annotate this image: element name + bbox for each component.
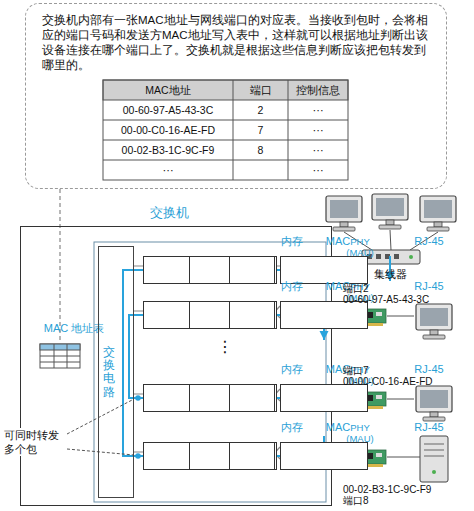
table-cell: ⋯ [288,160,348,180]
hub-symbol [394,254,399,259]
table-cell: 2 [233,100,288,120]
note: 可同时转发 多个包 [4,428,66,456]
mac-table-grid [103,140,348,141]
table-cell: 8 [233,140,288,160]
mac-table-grid [103,160,348,161]
node-text: RJ-45 [389,236,469,247]
node-text: 交换电路 [103,346,115,399]
table-cell: ⋯ [103,160,233,180]
port-label: 端口700-00-C0-16-AE-FD [343,365,432,387]
node-text: 内存 [252,422,332,433]
server: 00-02-B3-1C-9C-F9端口8 [355,436,463,482]
hub-cable [387,316,414,317]
phy-box: PHY (MAU) [229,384,275,412]
mac-table-icon [40,344,80,368]
port-label: 00-02-B3-1C-9C-F9端口8 [343,484,431,506]
table-cell: ⋯ [288,100,348,120]
monitor [416,304,452,339]
node-text: RJ-45 [389,281,469,292]
leader-line [67,449,134,455]
node-text: RJ-45 [389,422,469,433]
server-symbol [432,470,436,474]
node-text: 交换机内部有一张MAC地址与网线端口的对应表。当接收到包时，会将相 应的端口号码… [26,4,446,73]
table-cell: 00-60-97-A5-43-3C [103,100,233,120]
phy-box: PHY (MAU) [229,301,275,329]
hub-symbol [409,255,413,259]
hub-symbol [376,254,381,259]
connector [59,189,60,343]
mac-table-grid [103,120,348,121]
server-symbol [420,436,448,482]
monitor [416,386,452,421]
server-symbol [424,456,444,457]
computer: 端口200-60-97-A5-43-3C [355,306,463,340]
phy-box: PHY (MAU) [229,256,275,284]
rj45-box: RJ-45 [280,384,368,412]
rj45-box: RJ-45 [280,256,368,284]
mac-table-icon [54,344,55,368]
leader-line [67,399,134,434]
port-label: 端口200-60-97-A5-43-3C [343,283,429,305]
hub: 集线器 [358,248,422,281]
callout-box: 交换机内部有一张MAC地址与网线端口的对应表。当接收到包时，会将相 应的端口号码… [25,3,447,189]
node-text: 内存 [252,236,332,247]
node-text: 集线器 [358,268,422,281]
node-text: 内存 [252,364,332,375]
switch-box: 交换机MAC 地址表交换电路内存MACPHY (MAU)RJ-45内存MACPH… [20,226,332,506]
mac-table-grid [103,80,348,180]
node-text: 内存 [252,281,332,292]
mac-table-grid [288,80,289,180]
server-symbol [420,436,448,482]
table-cell: 7 [233,120,288,140]
mac-table-icon [40,344,80,350]
node-text: 00-00-C0-16-AE-FD [343,376,432,387]
hub-cable [387,399,414,400]
computer: 端口700-00-C0-16-AE-FD [355,388,463,422]
table-cell: ⋯ [288,120,348,140]
node-text: 端口2 [343,283,429,294]
table-header: MAC地址 [103,80,233,100]
node-text: 端口7 [343,365,432,376]
switch-circuit: 交换电路 [98,246,134,498]
mac-table-grid [103,80,348,100]
mac-table-icon [67,344,68,368]
node-text: PHY (MAU) [338,422,382,444]
server-symbol [424,450,444,451]
table-header: 控制信息 [288,80,348,100]
table-cell: 00-00-C0-16-AE-FD [103,120,233,140]
path-dot [135,395,141,401]
ellipsis: ⋮ [215,336,235,358]
node-text: PHY (MAU) [338,236,382,258]
node-text: MAC 地址表 [34,322,114,403]
mac-table: MAC 地址表 [34,343,86,403]
node-text: 端口8 [343,495,431,506]
node-text: 00-60-97-A5-43-3C [343,294,429,305]
table-cell: 00-02-B3-1C-9C-F9 [103,140,233,160]
mac-table-icon [40,356,80,357]
path-dot [135,395,141,459]
phy-box: PHY (MAU) [229,442,275,470]
server-symbol [424,444,444,445]
monitor [372,194,408,229]
hub-cable [387,457,420,458]
table-cell: ⋯ [288,140,348,160]
node-text: 交换机 [129,206,209,221]
rj45-box: RJ-45 [280,301,368,329]
node-text: 00-02-B3-1C-9C-F9 [343,484,431,495]
mac-table-grid [103,80,348,180]
node-text: RJ-45 [389,364,469,375]
hub-cable [390,230,391,250]
mac-table-grid [233,80,234,180]
monitor [420,196,456,231]
mac-table-icon [40,344,80,368]
leader-line [67,399,134,455]
mac-table-icon [40,362,80,363]
table-header: 端口 [233,80,288,100]
rj45-box: RJ-45 [280,442,368,470]
path-dot [135,453,141,459]
